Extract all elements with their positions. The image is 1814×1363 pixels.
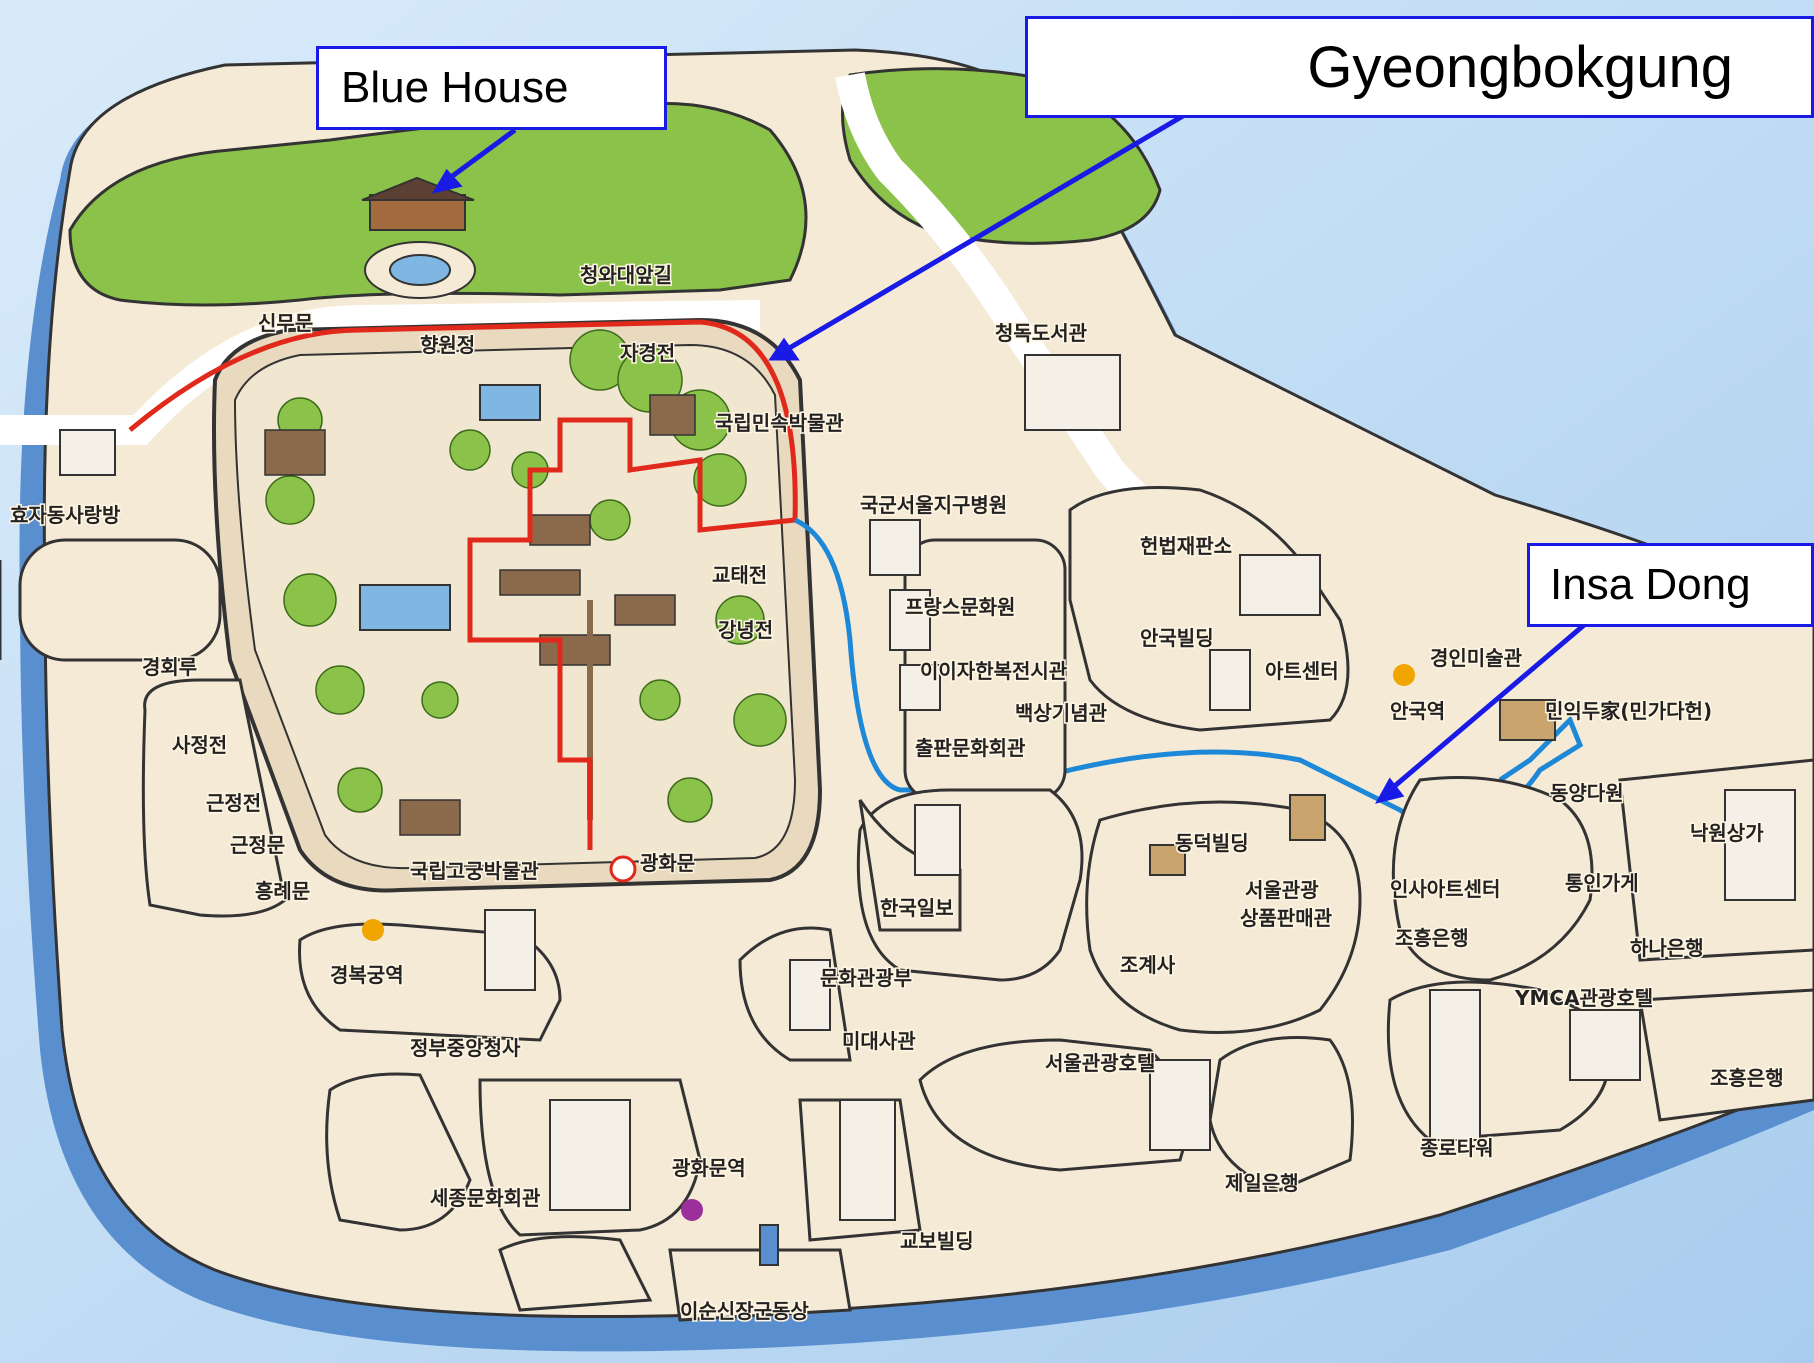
label-hyangwonjeong: 향원정 <box>420 333 475 357</box>
label-gyeongbokgung-station: 경복궁역 <box>330 963 404 987</box>
label-jongno-tower: 종로타워 <box>1420 1136 1494 1160</box>
label-anguk-building: 안국빌딩 <box>1140 626 1214 650</box>
label-hanguk-ilbo: 한국일보 <box>880 896 954 920</box>
label-hana-bank: 하나은행 <box>1630 936 1704 960</box>
label-chohung-bank-2: 조흥은행 <box>1710 1066 1784 1090</box>
label-heungnyemun: 흥례문 <box>255 879 310 903</box>
label-folk-museum: 국립민속박물관 <box>715 411 844 435</box>
label-gyeongin-gallery: 경인미술관 <box>1430 646 1523 670</box>
label-constitutional-court: 헌법재판소 <box>1140 534 1232 558</box>
label-lee-jahan-exhibition: 이이자한복전시관 <box>920 659 1068 683</box>
label-hyojadong-sarangbang: 효자동사랑방 <box>10 503 121 527</box>
label-government-complex: 정부중앙청사 <box>410 1036 521 1060</box>
label-gwanghwamun: 광화문 <box>640 851 695 875</box>
label-jagyeongjeon: 자경전 <box>620 341 675 365</box>
callout-blue-house-text: Blue House <box>341 63 569 112</box>
label-cheongwadae-ap-gil: 청와대앞길 <box>580 263 672 287</box>
label-publishing-hall: 출판문화회관 <box>915 736 1026 760</box>
label-cheongdok-library: 청독도서관 <box>995 321 1088 345</box>
label-geunjeongjeon: 근정전 <box>206 791 261 815</box>
label-seoul-gwangwang-store: 서울관광 <box>1245 878 1319 902</box>
label-us-embassy: 미대사관 <box>842 1029 916 1053</box>
label-kyobo-building: 교보빌딩 <box>900 1229 974 1253</box>
label-gwanghwamun-station: 광화문역 <box>672 1156 746 1180</box>
label-sejong-center: 세종문화회관 <box>430 1186 541 1210</box>
blue-house-arrow <box>445 127 517 183</box>
gyeongbokgung-arrow <box>784 97 1212 353</box>
label-jogyesa: 조계사 <box>1120 953 1176 977</box>
label-armed-forces-hospital: 국군서울지구병원 <box>860 493 1007 517</box>
callout-gyeongbokgung-text: Gyeongbokgung <box>1307 34 1733 100</box>
callout-insa-dong-text: Insa Dong <box>1550 560 1751 609</box>
walking-route <box>128 319 798 850</box>
label-baeksang-memorial: 백상기념관 <box>1015 701 1108 725</box>
label-munhwa-gwangwang: 문화관광부 <box>820 966 912 990</box>
label-art-center: 아트센터 <box>1265 659 1339 683</box>
metro-station-markers <box>362 664 1415 1221</box>
label-ymca-hotel: YMCA관광호텔 <box>1514 986 1653 1010</box>
label-nakwon-arcade: 낙원상가 <box>1690 821 1764 845</box>
label-dongeok-building: 동덕빌딩 <box>1175 831 1249 855</box>
label-gangnyeongjeon: 강녕전 <box>718 618 773 642</box>
label-minga-dahon: 민익두家(민가다헌) <box>1545 699 1712 723</box>
label-gyotaejeon: 교태전 <box>712 563 767 587</box>
callout-gyeongbokgung: Gyeongbokgung <box>1025 16 1814 118</box>
label-jeil-bank: 제일은행 <box>1225 1171 1299 1195</box>
label-sajeongjeon: 사정전 <box>172 733 227 757</box>
label-dongyang-dawon: 동양다원 <box>1550 781 1624 805</box>
callout-insa-dong: Insa Dong <box>1527 543 1814 627</box>
callout-blue-house: Blue House <box>316 46 667 130</box>
label-tongin-store: 통인가게 <box>1565 871 1639 895</box>
label-french-culture-center: 프랑스문화원 <box>905 595 1015 619</box>
label-sinmumun: 신무문 <box>258 311 313 335</box>
label-souvenir-store: 상품판매관 <box>1240 906 1333 930</box>
label-admiral-statue: 이순신장군동상 <box>680 1299 809 1323</box>
label-gyeonghoeru: 경회루 <box>142 655 197 679</box>
label-insa-art-center: 인사아트센터 <box>1390 877 1500 901</box>
label-anguk-station: 안국역 <box>1390 699 1445 723</box>
label-chohung-bank-1: 조흥은행 <box>1395 926 1469 950</box>
label-geunjeongmun: 근정문 <box>230 833 285 857</box>
insa-dong-arrow <box>1388 618 1592 792</box>
label-seoul-tourist-hotel: 서울관광호텔 <box>1045 1051 1155 1075</box>
label-palace-museum: 국립고궁박물관 <box>410 859 539 883</box>
